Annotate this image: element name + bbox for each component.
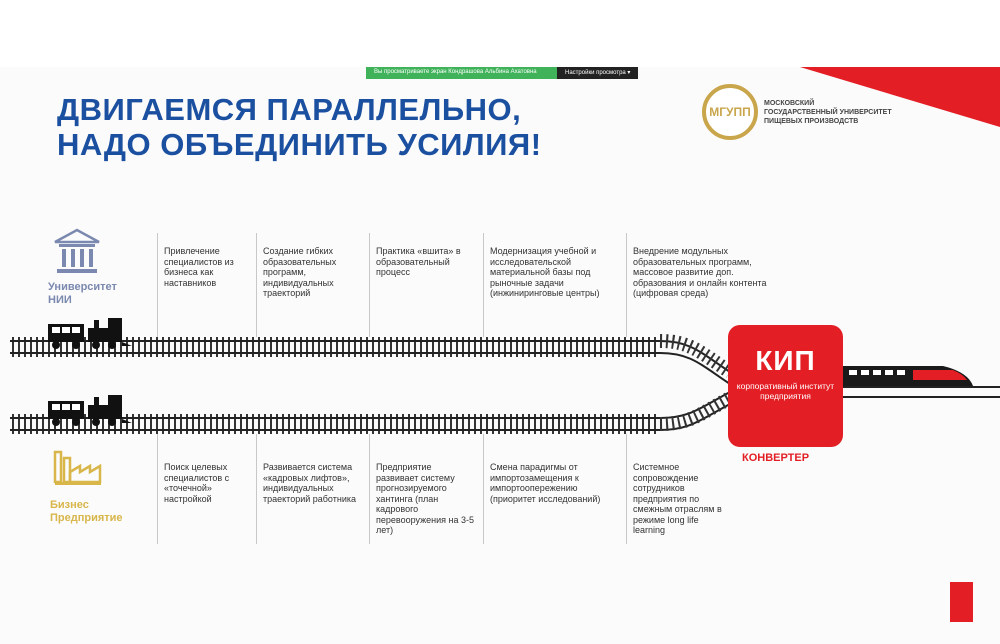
logo-line-1: МОСКОВСКИЙ [764,99,815,107]
high-speed-train-icon [843,366,973,386]
factory-icon [53,450,102,485]
business-step-5: Системное сопровождение сотрудников пред… [633,462,722,535]
university-step-1: Привлечение специалистов из бизнеса как … [164,246,234,288]
column-divider [626,434,627,544]
university-label-line-2: НИИ [48,294,72,306]
business-label-line-2: Предприятие [50,512,123,524]
upper-track [10,334,734,385]
converged-track [843,386,1000,398]
university-building-icon [54,228,100,273]
university-step-2: Создание гибких образовательных программ… [263,246,337,298]
column-divider [256,233,257,337]
kip-box: КИП корпоративный институт предприятия [728,325,843,447]
business-step-3: Предприятие развивает систему прогнозиру… [376,462,474,535]
column-divider [369,434,370,544]
screen-share-bar: Вы просматриваете экран Кондрашова Альби… [366,67,639,79]
column-divider [369,233,370,337]
logo-text: МОСКОВСКИЙ ГОСУДАРСТВЕННЫЙ УНИВЕРСИТЕТ П… [764,99,894,126]
university-step-4: Модернизация учебной и исследовательской… [490,246,600,298]
title-line-2: НАДО ОБЪЕДИНИТЬ УСИЛИЯ! [57,127,542,162]
logo-emblem: МГУПП [702,84,758,140]
kip-subtitle: корпоративный институт предприятия [736,381,835,401]
business-step-4: Смена парадигмы от импортозамещения к им… [490,462,601,504]
steam-train-icon [48,395,132,426]
university-step-3: Практика «вшита» в образовательный проце… [376,246,461,277]
business-step-2: Развивается система «кадровых лифтов», и… [263,462,356,504]
column-divider [157,434,158,544]
university-logo: МГУПП МОСКОВСКИЙ ГОСУДАРСТВЕННЫЙ УНИВЕРС… [702,84,894,140]
column-divider [626,233,627,337]
column-divider [157,233,158,337]
lower-track [10,391,734,434]
logo-mark: МГУПП [709,105,751,119]
slide-title: ДВИГАЕМСЯ ПАРАЛЛЕЛЬНО, НАДО ОБЪЕДИНИТЬ У… [57,92,542,162]
column-divider [483,233,484,337]
business-step-1: Поиск целевых специалистов с «точечной» … [164,462,230,504]
logo-line-3: ПИЩЕВЫХ ПРОИЗВОДСТВ [764,117,859,125]
red-corner-decoration [800,67,1000,127]
university-label-line-1: Университет [48,281,117,293]
university-step-5: Внедрение модульных образовательных прог… [633,246,767,298]
steam-train-icon [48,318,132,349]
university-label: Университет НИИ [48,281,117,307]
title-line-1: ДВИГАЕМСЯ ПАРАЛЛЕЛЬНО, [57,92,522,127]
view-settings-button[interactable]: Настройки просмотра ▾ [557,67,639,79]
business-label-line-1: Бизнес [50,499,89,511]
view-settings-label: Настройки просмотра [565,70,626,76]
business-label: Бизнес Предприятие [50,499,123,525]
column-divider [483,434,484,544]
converter-caption: КОНВЕРТЕР [742,452,810,464]
logo-line-2: ГОСУДАРСТВЕННЫЙ УНИВЕРСИТЕТ [764,108,892,116]
column-divider [256,434,257,544]
red-square-decoration [950,582,973,622]
share-message: Вы просматриваете экран Кондрашова Альби… [366,67,557,79]
kip-title: КИП [755,345,816,376]
